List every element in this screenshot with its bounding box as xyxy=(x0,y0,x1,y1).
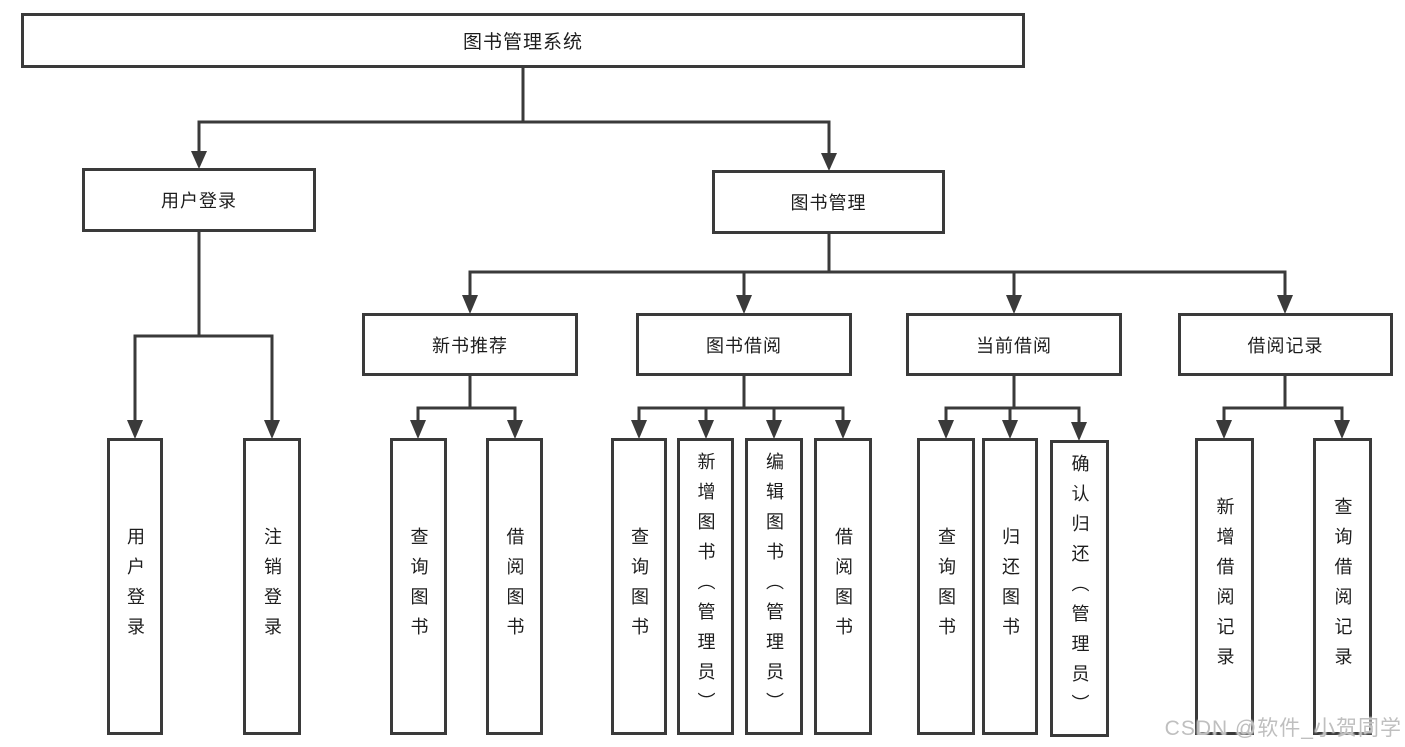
leaf-borrow-books-recommend: 借阅图书 xyxy=(486,438,543,735)
arrowhead-down-icon xyxy=(821,153,837,171)
leaf-add-borrow-record: 新增借阅记录 xyxy=(1195,438,1254,735)
leaf-query-books-current: 查询图书 xyxy=(917,438,975,735)
node-label: 当前借阅 xyxy=(976,335,1052,356)
node-label: 图书管理系统 xyxy=(462,32,583,53)
leaf-label: 借阅图书 xyxy=(504,526,525,647)
arrowhead-down-icon xyxy=(938,420,954,439)
node-label: 图书管理 xyxy=(790,193,867,213)
arrowhead-down-icon xyxy=(264,420,280,439)
arrowhead-down-icon xyxy=(1006,295,1022,314)
leaf-return-books: 归还图书 xyxy=(982,438,1038,735)
leaf-label: 归还图书 xyxy=(1000,526,1020,647)
leaf-label: 查询图书 xyxy=(936,526,956,647)
arrowhead-down-icon xyxy=(1071,422,1087,441)
node-label: 用户登录 xyxy=(161,191,237,211)
leaf-label: 新增图书（管理员） xyxy=(695,451,716,722)
leaf-label: 确认归还（管理员） xyxy=(1069,453,1090,724)
arrowhead-down-icon xyxy=(127,420,143,439)
leaf-label: 查询图书 xyxy=(408,526,429,647)
arrowhead-down-icon xyxy=(736,295,752,314)
leaf-label: 新增借阅记录 xyxy=(1214,496,1235,677)
arrowhead-down-icon xyxy=(698,420,714,439)
arrowhead-down-icon xyxy=(191,151,207,169)
arrowhead-down-icon xyxy=(1334,420,1350,439)
leaf-label: 编辑图书（管理员） xyxy=(764,451,784,722)
node-current-borrowing: 当前借阅 xyxy=(906,313,1122,376)
node-library-management-system: 图书管理系统 xyxy=(21,13,1025,68)
node-label: 图书借阅 xyxy=(706,335,782,356)
leaf-logout-login: 注销登录 xyxy=(243,438,301,735)
node-borrowing-records: 借阅记录 xyxy=(1178,313,1393,376)
node-book-borrowing: 图书借阅 xyxy=(636,313,852,376)
node-label: 借阅记录 xyxy=(1247,335,1324,356)
leaf-query-borrow-record: 查询借阅记录 xyxy=(1313,438,1372,735)
arrowhead-down-icon xyxy=(507,420,523,439)
leaf-label: 借阅图书 xyxy=(833,526,853,647)
arrowhead-down-icon xyxy=(835,420,851,439)
csdn-watermark: CSDN @软件_小贺同学 xyxy=(1164,717,1402,740)
leaf-borrow-books: 借阅图书 xyxy=(814,438,872,735)
node-user-login: 用户登录 xyxy=(82,168,316,232)
leaf-label: 注销登录 xyxy=(262,526,282,647)
arrowhead-down-icon xyxy=(462,295,478,314)
node-book-management: 图书管理 xyxy=(712,170,945,234)
leaf-label: 用户登录 xyxy=(125,526,145,647)
leaf-user-login: 用户登录 xyxy=(107,438,163,735)
arrowhead-down-icon xyxy=(1002,420,1018,439)
arrowhead-down-icon xyxy=(410,420,426,439)
leaf-query-books-borrow: 查询图书 xyxy=(611,438,667,735)
arrowhead-down-icon xyxy=(1216,420,1232,439)
arrowhead-down-icon xyxy=(1277,295,1293,314)
leaf-confirm-return-admin: 确认归还（管理员） xyxy=(1050,440,1109,737)
arrowhead-down-icon xyxy=(631,420,647,439)
leaf-query-books-recommend: 查询图书 xyxy=(390,438,447,735)
leaf-edit-books-admin: 编辑图书（管理员） xyxy=(745,438,803,735)
node-label: 新书推荐 xyxy=(432,335,508,356)
arrowhead-down-icon xyxy=(766,420,782,439)
leaf-add-books-admin: 新增图书（管理员） xyxy=(677,438,734,735)
leaf-label: 查询图书 xyxy=(629,526,649,647)
leaf-label: 查询借阅记录 xyxy=(1332,496,1353,677)
node-new-book-recommendation: 新书推荐 xyxy=(362,313,578,376)
